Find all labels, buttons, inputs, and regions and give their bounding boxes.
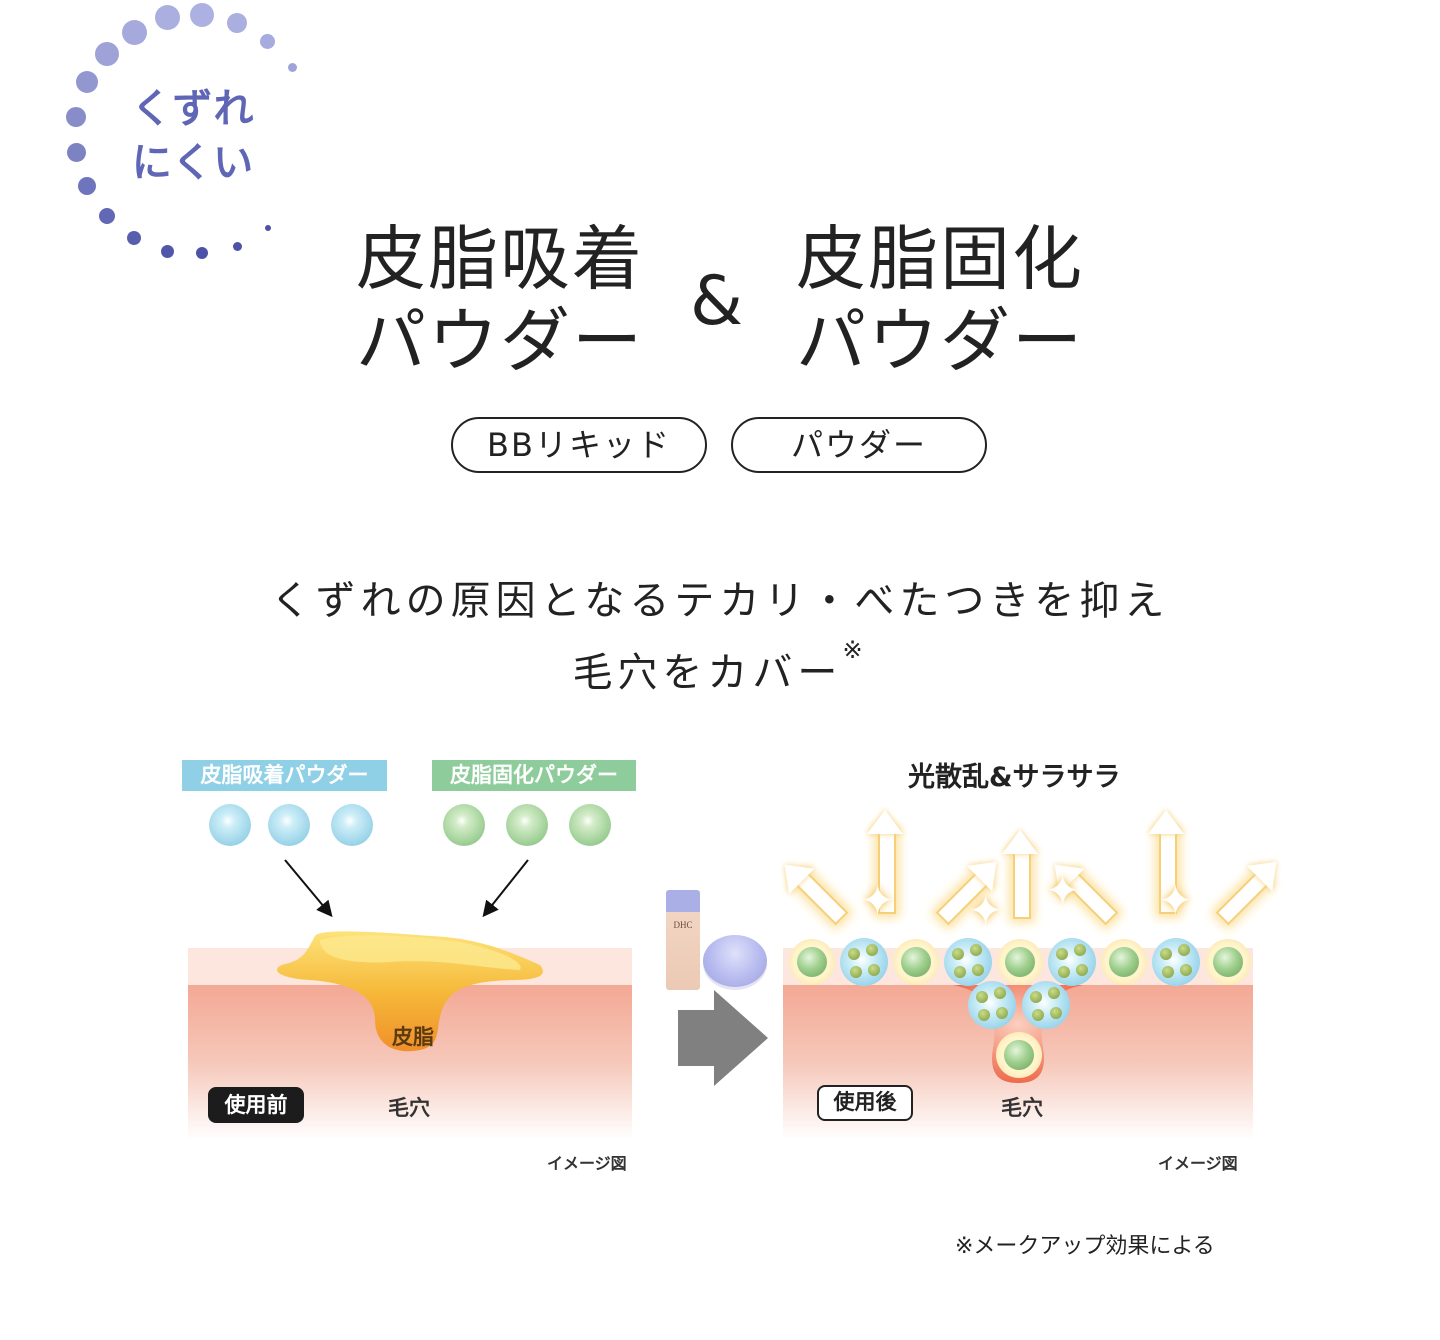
lead-line1: くずれの原因となるテカリ・べたつきを抑え <box>270 578 1170 624</box>
bottle-brand: DHC <box>673 920 693 930</box>
badge-dot <box>227 13 247 33</box>
solidify-powder-particle <box>1205 939 1251 985</box>
tag-absorb-powder: 皮脂吸着パウダー <box>182 760 387 791</box>
badge-dot <box>127 231 141 245</box>
headline-left-line2: パウダー <box>356 300 644 382</box>
badge-dot <box>190 3 214 27</box>
tag-solidify-powder: 皮脂固化パウダー <box>432 760 636 791</box>
solidify-powder-particle <box>893 939 939 985</box>
badge-dot <box>160 244 174 258</box>
lead-mark: ※ <box>842 636 868 664</box>
light-ray-arrow-icon <box>1013 850 1031 919</box>
pill-powder: パウダー <box>731 417 987 473</box>
badge-dot <box>259 33 275 49</box>
solidify-powder-particle <box>789 939 835 985</box>
solidify-powder-particle <box>996 1032 1042 1078</box>
absorb-powder-ball <box>268 804 310 846</box>
coated-powder-particle <box>1152 938 1200 986</box>
solidify-powder-particle <box>997 939 1043 985</box>
headline-right-line2: パウダー <box>796 300 1084 382</box>
sebum-label: 皮脂 <box>392 1025 434 1049</box>
light-ray-arrow-icon <box>793 870 849 926</box>
after-use-label: 使用後 <box>817 1085 913 1121</box>
badge-text: くずれ にくい <box>118 82 268 190</box>
arrow-right-icon <box>678 990 768 1086</box>
solidify-powder-ball <box>506 804 548 846</box>
image-note-before: イメージ図 <box>547 1154 627 1173</box>
headline-right-line1: 皮脂固化 <box>796 218 1084 300</box>
headline-right: 皮脂固化 パウダー <box>790 218 1090 382</box>
coated-powder-particle <box>1022 981 1070 1029</box>
badge-line1: くずれ <box>131 86 255 132</box>
light-ray-arrow-icon <box>1215 870 1271 926</box>
lead-line2: 毛穴をカバー※ <box>0 636 1440 698</box>
absorb-powder-ball <box>331 804 373 846</box>
badge-line2: にくい <box>131 140 255 186</box>
badge-dot <box>66 142 86 162</box>
bb-liquid-bottle: DHC <box>666 890 700 990</box>
pore-label-before: 毛穴 <box>388 1096 430 1120</box>
badge-dot <box>287 62 297 72</box>
badge-dot <box>265 225 271 231</box>
before-use-label: 使用前 <box>208 1087 304 1123</box>
ampersand: & <box>690 262 744 341</box>
solidify-powder-ball <box>443 804 485 846</box>
solidify-powder-particle <box>1101 939 1147 985</box>
pill-bb-liquid: BBリキッド <box>451 417 707 473</box>
sparkle-icon: ✦ <box>968 886 1004 935</box>
powder-compact <box>703 935 767 987</box>
coated-powder-particle <box>968 981 1016 1029</box>
badge-dot <box>121 19 147 45</box>
solidify-powder-ball <box>569 804 611 846</box>
headline-left-line1: 皮脂吸着 <box>356 218 644 300</box>
footnote: ※メークアップ効果による <box>955 1234 1215 1259</box>
image-note-after: イメージ図 <box>1158 1154 1238 1173</box>
badge-dot <box>78 177 96 195</box>
badge-dot <box>76 71 98 93</box>
coated-powder-particle <box>1048 938 1096 986</box>
after-title: 光散乱&サラサラ <box>908 762 1121 793</box>
sparkle-icon: ✦ <box>1158 876 1194 925</box>
badge-dot <box>99 208 115 224</box>
absorb-powder-ball <box>209 804 251 846</box>
before-illustration <box>188 859 632 1140</box>
badge-dot <box>66 107 86 127</box>
badge-dot <box>232 241 242 251</box>
light-ray-arrow-icon <box>878 830 896 914</box>
lead-line2-text: 毛穴をカバー <box>572 650 843 696</box>
coated-powder-particle <box>840 938 888 986</box>
light-ray-arrow-icon <box>1159 830 1177 914</box>
badge-dot <box>196 247 208 259</box>
coated-powder-particle <box>944 938 992 986</box>
pore-label-after: 毛穴 <box>1001 1096 1043 1120</box>
badge-dot <box>95 42 119 66</box>
badge-dot <box>154 4 180 30</box>
sparkle-icon: ✦ <box>860 876 896 925</box>
sparkle-icon: ✦ <box>1045 866 1081 915</box>
headline-left: 皮脂吸着 パウダー <box>350 218 650 382</box>
